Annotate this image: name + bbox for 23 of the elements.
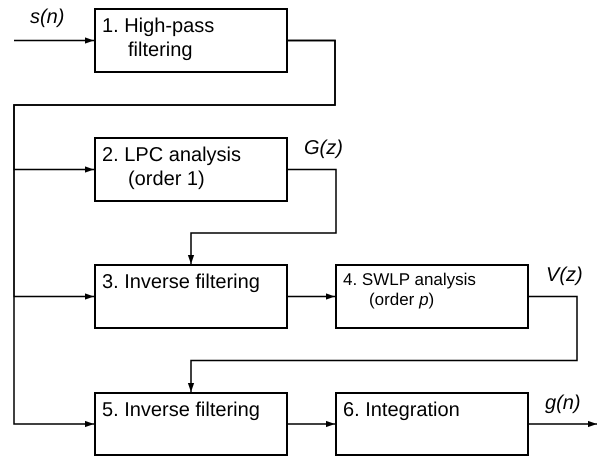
process-box <box>94 137 288 202</box>
arrow <box>529 420 597 428</box>
box-label: 2. LPC analysis (order 1) <box>102 144 241 190</box>
edge-label: V(z) <box>546 264 583 287</box>
arrow <box>188 296 578 392</box>
box-label: 4. SWLP analysis (order p) <box>343 270 476 310</box>
process-box <box>335 264 529 329</box>
arrow <box>13 40 336 428</box>
edge-label: G(z) <box>304 137 343 160</box>
box-label: 5. Inverse filtering <box>102 399 260 421</box>
process-box <box>94 264 288 329</box>
arrow <box>14 37 94 44</box>
process-box <box>94 392 288 456</box>
process-box <box>94 8 288 73</box>
arrow <box>288 420 335 428</box>
arrow <box>288 293 335 300</box>
process-box <box>335 392 529 456</box>
box-label: 1. High-pass filtering <box>102 15 214 61</box>
edge-label: g(n) <box>545 392 581 415</box>
box-label: 3. Inverse filtering <box>102 271 260 293</box>
box-label: 6. Integration <box>343 399 460 421</box>
edge-label: s(n) <box>30 6 64 29</box>
arrow <box>188 168 337 264</box>
